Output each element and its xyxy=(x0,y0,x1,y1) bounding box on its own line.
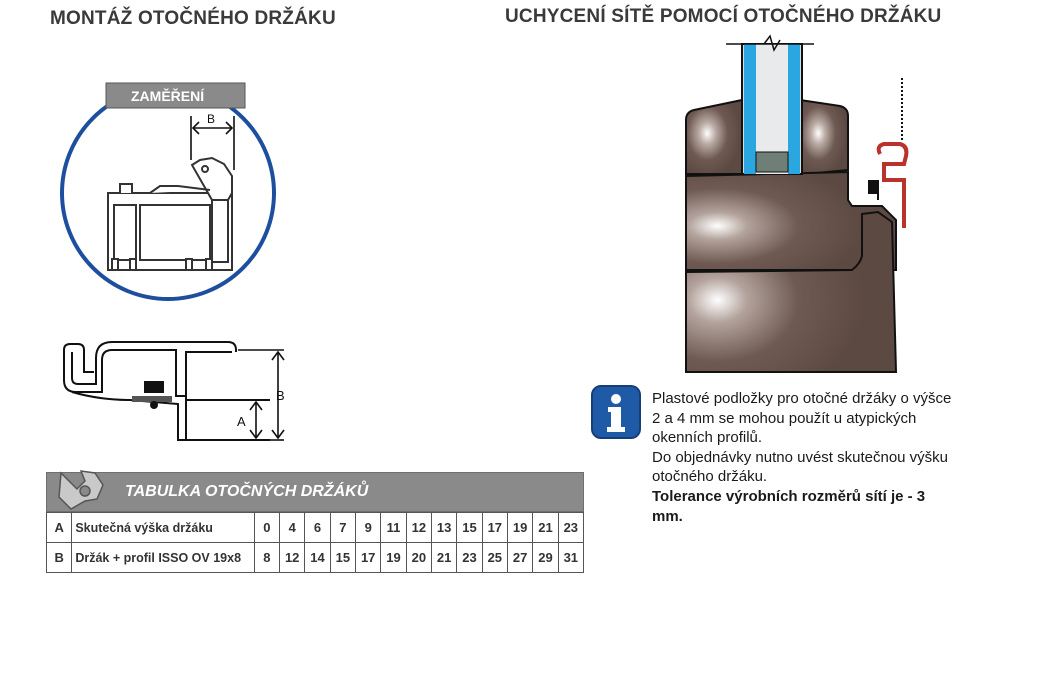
row-label: Držák + profil ISSO OV 19x8 xyxy=(71,542,255,573)
table-cell: 21 xyxy=(430,542,458,573)
table-cell: 23 xyxy=(557,512,585,543)
table-cell: 17 xyxy=(355,542,382,573)
table-cell: 13 xyxy=(430,512,458,543)
frame-profile xyxy=(685,210,898,373)
table-cell: 4 xyxy=(279,512,306,543)
glazing-unit xyxy=(726,34,814,175)
info-paragraph-3: Tolerance výrobních rozměrů sítí je - 3 … xyxy=(652,487,926,525)
table-cell: 15 xyxy=(329,542,357,573)
table-cell: 9 xyxy=(355,512,382,543)
table-cell: 11 xyxy=(380,512,407,543)
table-cell: 12 xyxy=(279,542,306,573)
table-row: A Skutečná výška držáku 0 4 6 7 9 11 12 … xyxy=(45,512,585,543)
table-row: B Držák + profil ISSO OV 19x8 8 12 14 15… xyxy=(45,542,585,573)
table-cell: 25 xyxy=(481,542,508,573)
info-icon xyxy=(591,385,641,439)
sash-profile xyxy=(685,98,743,175)
table-title: TABULKA OTOČNÝCH DRŽÁKŮ xyxy=(125,483,369,500)
row-label: Skutečná výška držáku xyxy=(71,512,255,543)
table-cell: 8 xyxy=(253,542,281,573)
wrench-icon xyxy=(58,470,104,510)
window-profile-drawing xyxy=(107,156,233,271)
info-paragraph-1: Plastové podložky pro otočné držáky o vý… xyxy=(652,390,952,447)
info-paragraph-2: Do objednávky nutno uvést skutečnou výšk… xyxy=(652,448,949,486)
holder-table: TABULKA OTOČNÝCH DRŽÁKŮ A Skutečná výška… xyxy=(45,470,585,573)
table-cell: 17 xyxy=(481,512,508,543)
table-cell: 6 xyxy=(304,512,331,543)
dimension-a-label: A xyxy=(237,414,246,429)
right-section-title: UCHYCENÍ SÍTĚ POMOCÍ OTOČNÉHO DRŽÁKU xyxy=(505,6,942,27)
table-cell: 31 xyxy=(557,542,585,573)
table-cell: 20 xyxy=(405,542,433,573)
measurement-banner-label: ZAMĚŘENÍ xyxy=(131,87,205,104)
table-cell: 14 xyxy=(304,542,331,573)
row-key: B xyxy=(45,542,73,573)
table-cell: 21 xyxy=(532,512,559,543)
table-cell: 12 xyxy=(405,512,433,543)
dimension-markers xyxy=(238,349,285,441)
table-cell: 27 xyxy=(506,542,534,573)
table-cell: 19 xyxy=(380,542,407,573)
dimension-b-label: B xyxy=(207,112,215,126)
left-section-title: MONTÁŽ OTOČNÉHO DRŽÁKU xyxy=(50,8,336,29)
dimension-b-side-label: B xyxy=(276,388,285,403)
table-cell: 23 xyxy=(456,542,483,573)
table-cell: 29 xyxy=(532,542,559,573)
table-cell: 7 xyxy=(329,512,357,543)
row-key: A xyxy=(45,512,73,543)
pad-base xyxy=(132,396,172,402)
rubber-pad xyxy=(144,381,164,393)
table-header: TABULKA OTOČNÝCH DRŽÁKŮ xyxy=(46,470,584,512)
table-cell: 15 xyxy=(456,512,483,543)
info-note: Plastové podložky pro otočné držáky o vý… xyxy=(652,389,952,526)
measurement-banner xyxy=(105,82,246,109)
table-cell: 19 xyxy=(506,512,534,543)
holder-size-table: A Skutečná výška držáku 0 4 6 7 9 11 12 … xyxy=(45,512,585,573)
table-cell: 0 xyxy=(253,512,281,543)
dimension-b-marker xyxy=(190,116,235,170)
